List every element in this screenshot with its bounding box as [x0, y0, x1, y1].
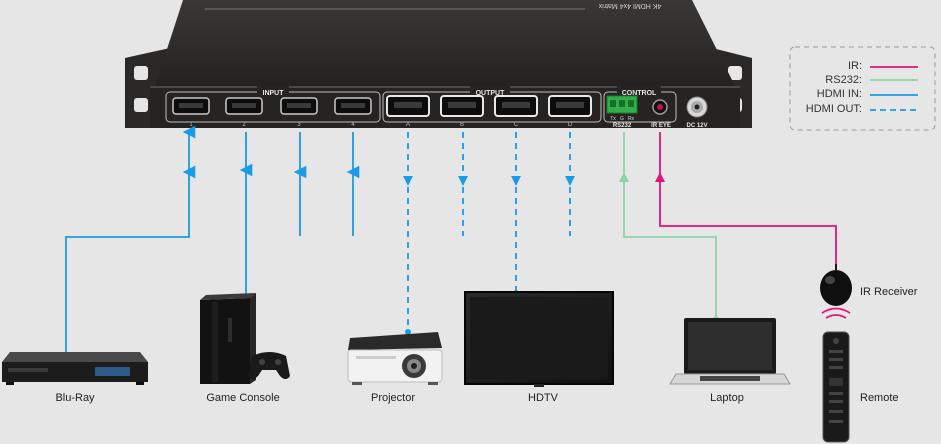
output-port-letter: A: [406, 122, 410, 128]
output-port-letter: D: [568, 122, 573, 128]
input-port-number: 4: [351, 122, 355, 128]
hdmi-input-port[interactable]: [280, 97, 318, 115]
projector-label: Projector: [370, 392, 416, 404]
rs232-pin-label: Tx: [610, 116, 616, 122]
hdtv-label: HDTV: [528, 392, 558, 404]
rs232-terminal[interactable]: [606, 95, 638, 114]
projector-icon: [347, 332, 443, 385]
legend-box: [789, 46, 936, 131]
rs232-line: [623, 132, 717, 318]
hdmi-output-port[interactable]: [494, 95, 538, 117]
chassis-top: [155, 0, 735, 86]
bluray-label: Blu-Ray: [55, 392, 95, 404]
bluray-player-icon: [2, 352, 148, 385]
game-console-label: Game Console: [206, 392, 280, 404]
ir-receiver-label: IR Receiver: [860, 286, 918, 298]
output-port-letter: C: [514, 122, 519, 128]
control-group-label: CONTROL: [622, 90, 657, 97]
hdmi-in-line-bluray: [65, 125, 196, 355]
dc-power-jack[interactable]: [686, 96, 708, 118]
dc-power-label: DC 12V: [686, 123, 707, 129]
hdmi-output-port[interactable]: [440, 95, 484, 117]
rs232-pin-label: Rx: [628, 116, 635, 122]
hdmi-input-port[interactable]: [172, 97, 210, 115]
remote-control-icon: [822, 331, 850, 443]
remote-label: Remote: [860, 392, 899, 404]
laptop-label: Laptop: [710, 392, 744, 404]
input-port-number: 3: [297, 122, 301, 128]
hdtv-icon: [464, 291, 614, 387]
hdmi-input-port[interactable]: [225, 97, 263, 115]
ir-eye-label: IR EYE: [651, 123, 671, 129]
ir-signal-waves-icon: [821, 307, 851, 319]
device-name-label: 4K HDMI 4x4 Matrix: [598, 2, 661, 9]
input-port-number: 1: [189, 122, 193, 128]
input-port-number: 2: [242, 122, 246, 128]
ir-line: [659, 132, 837, 264]
hdmi-output-port[interactable]: [386, 95, 430, 117]
output-port-letter: B: [460, 122, 464, 128]
legend-label-rs232: RS232:: [825, 74, 862, 86]
ir-receiver-icon: [820, 264, 852, 306]
output-group-label: OUTPUT: [476, 90, 506, 97]
legend-label-hdmi-out: HDMI OUT:: [805, 103, 862, 115]
input-group-label: INPUT: [263, 90, 285, 97]
hdmi-input-port[interactable]: [334, 97, 372, 115]
laptop-icon: [669, 318, 791, 385]
rs232-pin-label: G: [620, 116, 624, 122]
game-console-icon: [200, 293, 290, 384]
ir-eye-jack[interactable]: [652, 99, 668, 115]
legend-label-hdmi-in: HDMI IN:: [816, 88, 862, 100]
hdmi-output-port[interactable]: [548, 95, 592, 117]
rs232-port-label: RS232: [613, 123, 632, 129]
legend-label-ir: IR:: [847, 60, 862, 72]
